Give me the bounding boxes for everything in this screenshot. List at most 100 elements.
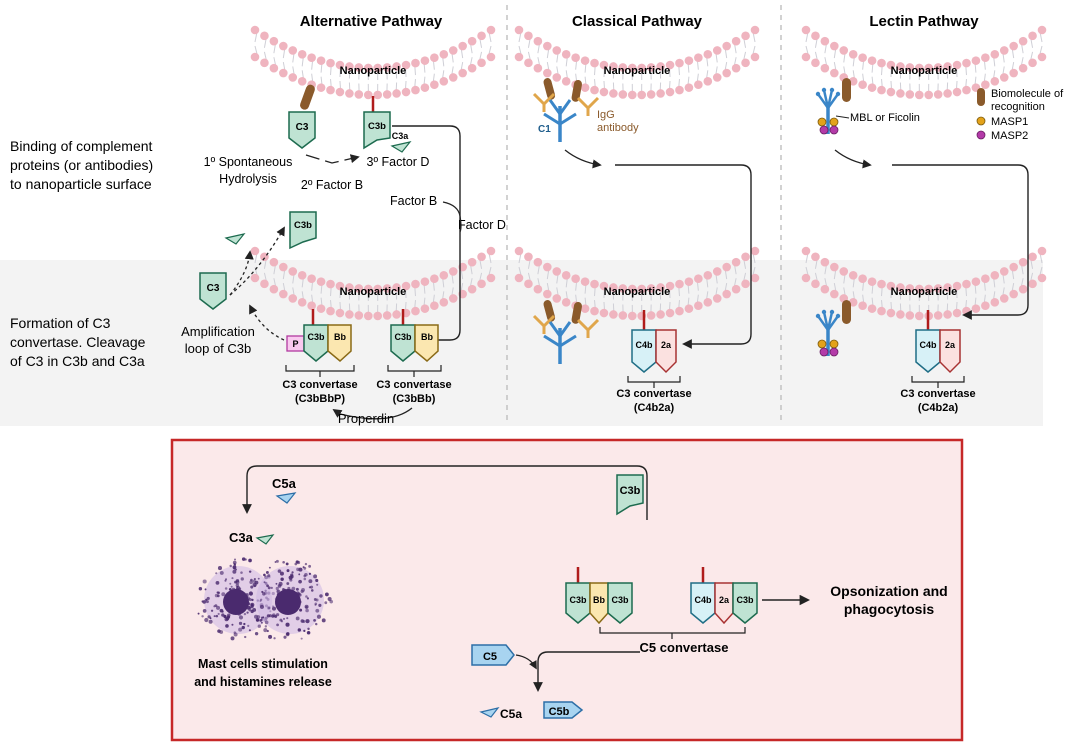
bottom-c5-convertase-label: C5 convertase	[640, 640, 729, 655]
svg-text:loop of C3b: loop of C3b	[185, 341, 252, 356]
svg-text:C3b: C3b	[736, 595, 754, 605]
alt-convertase-c3bbbp: P C3b Bb	[286, 324, 352, 362]
svg-text:2a: 2a	[719, 595, 730, 605]
svg-text:C3b: C3b	[611, 595, 629, 605]
nanoparticle-label: Nanoparticle	[604, 286, 671, 298]
svg-text:(C3bBb): (C3bBb)	[393, 393, 436, 405]
svg-text:Binding of complement: Binding of complement	[10, 138, 153, 154]
svg-text:C4b: C4b	[694, 595, 712, 605]
mast-cell-2	[247, 559, 334, 640]
svg-text:MASP2: MASP2	[991, 130, 1028, 142]
mast-cells-label: Mast cells stimulation and histamines re…	[194, 657, 332, 689]
bottom-c5-bracket	[599, 627, 746, 639]
nanoparticle-label: Nanoparticle	[340, 286, 407, 298]
row-label-binding: Binding of complement proteins (or antib…	[10, 138, 153, 192]
svg-text:C3b: C3b	[294, 220, 312, 231]
classical-c1-label: C1	[538, 124, 551, 135]
row-label-formation: Formation of C3 convertase. Cleavage of …	[10, 315, 146, 369]
classical-conv-label: C3 convertase (C4b2a)	[616, 388, 691, 414]
svg-text:C3a: C3a	[392, 131, 410, 141]
svg-text:C5b: C5b	[549, 706, 570, 718]
membrane-alt-bottom: Nanoparticle	[250, 246, 496, 321]
svg-text:2º Factor B: 2º Factor B	[301, 178, 363, 192]
alt-amplification-label: Amplification loop of C3b	[181, 324, 255, 356]
svg-text:C3b: C3b	[368, 121, 386, 132]
svg-text:3º Factor D: 3º Factor D	[367, 155, 430, 169]
classical-curve-arrow	[564, 149, 602, 169]
svg-text:C3b: C3b	[307, 332, 325, 342]
svg-text:2a: 2a	[661, 340, 672, 350]
alt-loop-arrow-3	[249, 304, 285, 341]
alt-factor-b-curve	[442, 201, 461, 217]
alt-antibody-rod	[300, 84, 315, 110]
classical-c1-antibody	[532, 78, 600, 142]
lectin-mbl-pointer	[835, 115, 850, 119]
alt-c3-top: C3	[288, 111, 316, 149]
membrane-lectin-top: Nanoparticle	[801, 25, 1047, 100]
alt-c3a-released	[224, 233, 246, 245]
svg-text:of C3 in C3b and C3a: of C3 in C3b and C3a	[10, 353, 145, 369]
svg-text:and histamines release: and histamines release	[194, 675, 332, 689]
classical-header: Classical Pathway	[572, 13, 703, 30]
bottom-opson-label: Opsonization and phagocytosis	[830, 583, 947, 617]
svg-text:C3b: C3b	[620, 485, 641, 497]
bottom-c5a-out-label: C5a	[500, 707, 522, 721]
alt-properdin-arrow	[332, 407, 413, 420]
membrane-alt-top: Nanoparticle	[250, 25, 496, 100]
svg-text:Formation of C3: Formation of C3	[10, 315, 111, 331]
svg-text:P: P	[292, 339, 298, 349]
lectin-header: Lectin Pathway	[869, 13, 979, 30]
svg-text:C3: C3	[296, 122, 309, 133]
svg-text:Opsonization and: Opsonization and	[830, 583, 947, 599]
svg-text:2a: 2a	[945, 340, 956, 350]
alt-main-arrow	[392, 125, 461, 345]
svg-text:Bb: Bb	[593, 595, 605, 605]
svg-text:Bb: Bb	[334, 332, 346, 342]
lectin-bracket	[911, 376, 965, 388]
lectin-legend: Biomolecule of recognition MASP1 MASP2	[976, 88, 1064, 142]
bottom-c3a-label: C3a	[229, 530, 254, 545]
svg-text:C3 convertase: C3 convertase	[616, 388, 691, 400]
bottom-c3a-shape	[255, 534, 275, 545]
svg-text:Hydrolysis: Hydrolysis	[219, 172, 277, 186]
svg-text:(C3bBbP): (C3bBbP)	[295, 393, 345, 405]
mast-cells	[197, 557, 334, 641]
alternative-header: Alternative Pathway	[300, 13, 443, 30]
alt-c3a-top: C3a	[390, 131, 412, 153]
alt-c3b-released: C3b	[289, 211, 317, 250]
nanoparticle-label: Nanoparticle	[891, 65, 958, 77]
lectin-mbl-molecule-2	[815, 300, 851, 357]
alt-bracket-2	[387, 365, 442, 377]
classical-igg-label: IgG antibody	[597, 109, 639, 134]
svg-text:C4b: C4b	[919, 340, 937, 350]
svg-text:MASP1: MASP1	[991, 116, 1028, 128]
alt-convertase-c3bbb: C3b Bb	[390, 324, 439, 362]
nanoparticle-label: Nanoparticle	[340, 65, 407, 77]
svg-text:C3 convertase: C3 convertase	[282, 379, 357, 391]
svg-text:C4b: C4b	[635, 340, 653, 350]
nanoparticle-label: Nanoparticle	[604, 65, 671, 77]
alt-properdin: Properdin	[338, 411, 394, 426]
membrane-classical-bottom: Nanoparticle	[514, 246, 760, 321]
svg-text:recognition: recognition	[991, 101, 1045, 113]
alt-loop-arrow-1	[229, 226, 285, 296]
classical-bracket	[627, 376, 681, 388]
row2-band	[0, 260, 1043, 426]
classical-main-arrow	[615, 164, 752, 349]
bottom-c5-shape: C5	[471, 644, 515, 666]
svg-text:1º Spontaneous: 1º Spontaneous	[204, 155, 293, 169]
svg-text:Amplification: Amplification	[181, 324, 255, 339]
svg-text:C3: C3	[207, 283, 220, 294]
svg-text:Biomolecule of: Biomolecule of	[991, 88, 1064, 100]
lectin-curve-arrow	[834, 149, 872, 169]
bottom-c5-curl	[515, 654, 537, 670]
bottom-c5a-out-shape	[479, 707, 500, 718]
svg-text:C3b: C3b	[394, 332, 412, 342]
bottom-c5a-label: C5a	[272, 476, 297, 491]
bottom-loop-arrow	[242, 465, 648, 520]
nanoparticle-label: Nanoparticle	[891, 286, 958, 298]
lectin-convertase: C4b 2a	[915, 329, 961, 374]
svg-text:Mast cells stimulation: Mast cells stimulation	[198, 657, 328, 671]
classical-convertase: C4b 2a	[631, 329, 677, 374]
